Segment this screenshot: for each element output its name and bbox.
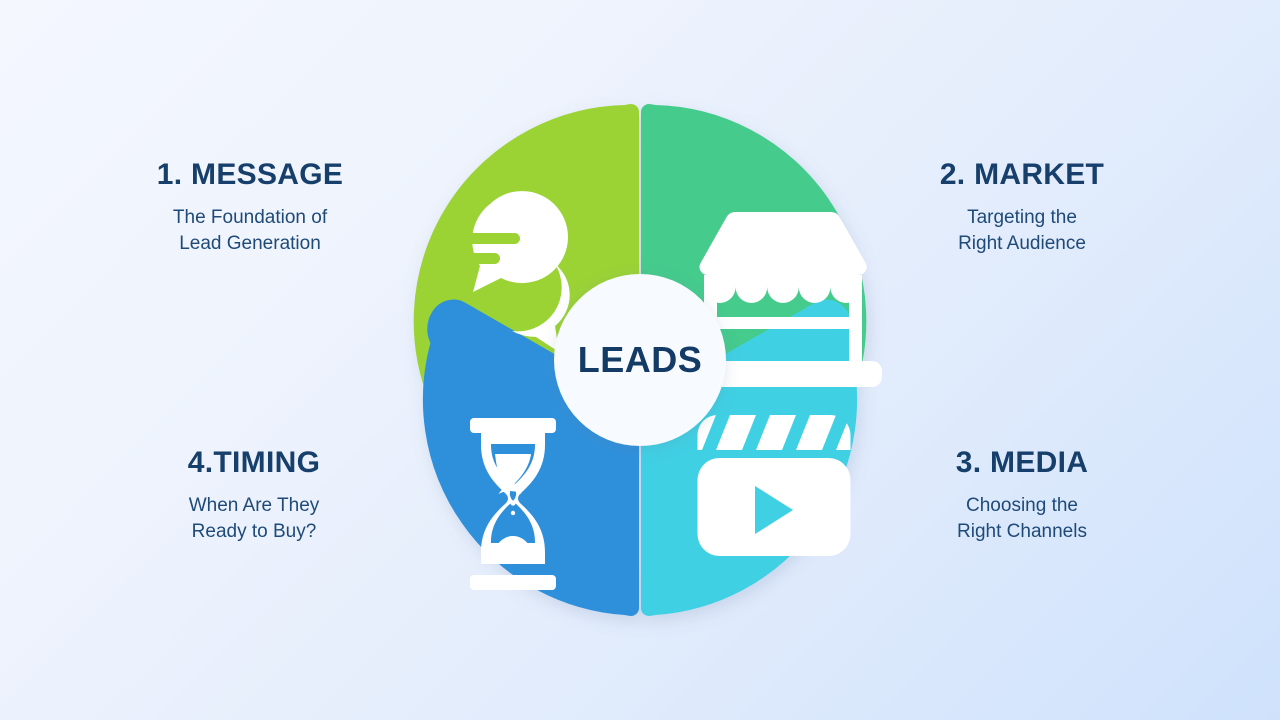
segment-description-media-line2: Right Channels [957,521,1087,543]
label-block-timing: 4.TIMING When Are They Ready to Buy? [104,446,404,545]
segment-description-timing: When Are They Ready to Buy? [104,493,404,545]
segment-description-market-line1: Targeting the [967,207,1077,228]
clapperboard-play-icon [697,415,851,556]
label-block-media: 3. MEDIA Choosing the Right Channels [872,446,1172,545]
segment-description-message-line2: Lead Generation [179,233,321,255]
segment-description-message: The Foundation of Lead Generation [100,205,400,257]
hourglass-icon [470,418,556,590]
segment-description-message-line1: The Foundation of [172,207,328,228]
segment-title-message: 1. MESSAGE [156,158,344,191]
segment-title-market: 2. MARKET [939,158,1105,191]
leads-wheel-diagram: LEADS [384,104,896,616]
segment-title-timing: 4.TIMING [187,446,321,479]
segment-description-timing-line2: Ready to Buy? [191,521,317,543]
label-block-message: 1. MESSAGE The Foundation of Lead Genera… [100,158,400,257]
segment-title-media: 3. MEDIA [955,446,1089,479]
segment-description-market: Targeting the Right Audience [872,205,1172,257]
segment-description-media-line1: Choosing the [966,495,1078,516]
segment-description-timing-line1: When Are They [188,495,320,516]
segment-description-media: Choosing the Right Channels [872,493,1172,545]
label-block-market: 2. MARKET Targeting the Right Audience [872,158,1172,257]
chat-bubbles-icon [467,191,570,352]
segment-description-market-line2: Right Audience [958,233,1086,255]
hub-circle [554,274,726,446]
storefront-icon [684,212,882,387]
